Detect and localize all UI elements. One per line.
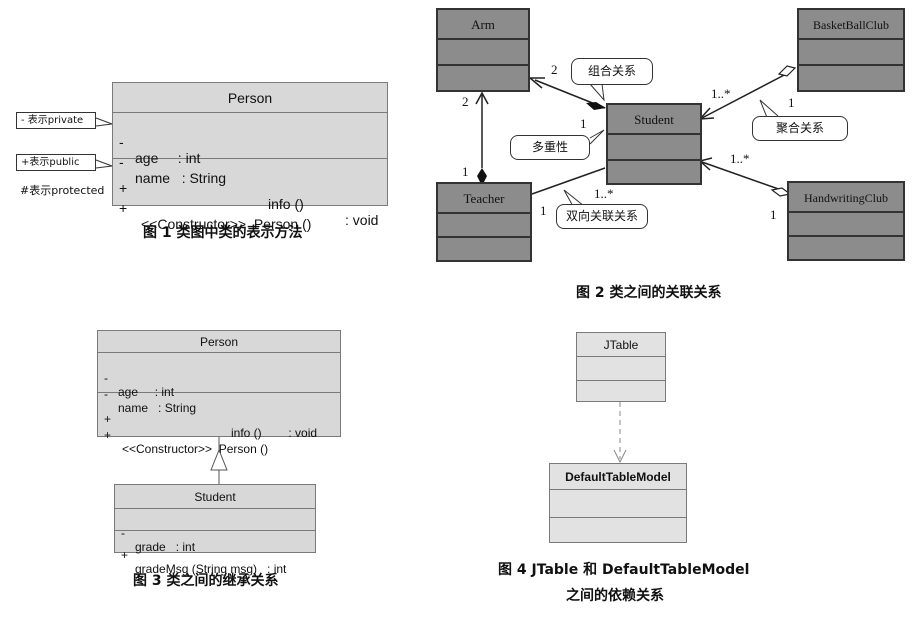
public-tag: +表示public — [16, 154, 96, 171]
fig1-attributes: - age : int - name : String — [113, 113, 387, 186]
fig1-op-row: + info () : void — [119, 180, 379, 228]
multiplicity-callout: 多重性 — [510, 135, 590, 160]
fig1-caption: 图 1 类图中类的表示方法 — [143, 225, 303, 241]
fig1-person-class: Person - age : int - name : String + inf… — [112, 82, 388, 232]
fig4-caption-line1: 图 4 JTable 和 DefaultTableModel — [498, 562, 750, 578]
aggregation-callout: 聚合关系 — [752, 116, 848, 141]
fig3-person-name: Person — [98, 331, 340, 353]
fig1-class-name: Person — [113, 83, 387, 113]
fig3-student-class: Student - grade : int + gradeMsg (String… — [114, 484, 316, 576]
fig3-caption: 图 3 类之间的继承关系 — [133, 573, 279, 589]
fig3-student-operations: + gradeMsg (String msg) : int — [115, 531, 315, 576]
fig3-op-row: + <<Constructor>> Person () — [104, 428, 269, 456]
fig3-op-row: + gradeMsg (String msg) : int — [121, 548, 287, 576]
mult-teacher-student: 1 — [540, 203, 547, 218]
bidirectional-callout: 双向关联关系 — [556, 204, 648, 229]
fig2-arm-class: Arm — [436, 8, 530, 92]
fig3-attr-row: - age : int — [104, 371, 175, 399]
mult-arm-student: 2 — [551, 62, 558, 77]
mult-basket-student: 1..* — [711, 86, 731, 101]
fig2-handwritingclub-class: HandwritingClub — [787, 181, 905, 261]
fig3-person-attributes: - age : int - name : String — [98, 353, 340, 415]
fig2-student-class: Student — [606, 103, 702, 185]
mult-teacher-arm: 1 — [462, 164, 469, 179]
fig4-caption-line2: 之间的依赖关系 — [566, 588, 664, 604]
fig4-jtable-class: JTable — [576, 332, 666, 402]
fig1-attr-row: - age : int — [119, 134, 201, 166]
fig2-basketballclub-class: BasketBallClub — [797, 8, 905, 92]
fig2-teacher-class: Teacher — [436, 182, 532, 262]
mult-hand-student: 1..* — [730, 151, 750, 166]
private-tag: - 表示private — [16, 112, 96, 129]
student-class-name: Student — [608, 105, 700, 135]
mult-arm-teacher: 2 — [462, 94, 469, 109]
mult-basket-side: 1 — [788, 95, 795, 110]
fig1-op-row: + <<Constructor>> Person () — [119, 200, 312, 232]
fig1-operations: + info () : void + <<Constructor>> Perso… — [113, 159, 387, 232]
jtable-class-name: JTable — [577, 333, 665, 357]
fig4-defaulttablemodel-class: DefaultTableModel — [549, 463, 687, 543]
fig3-attr-row: - grade : int — [121, 526, 196, 554]
arm-class-name: Arm — [438, 10, 528, 40]
fig3-attr-row: - name : String — [104, 387, 197, 415]
composition-callout: 组合关系 — [571, 58, 653, 85]
teacher-class-name: Teacher — [438, 184, 530, 214]
fig3-student-name: Student — [115, 485, 315, 509]
mult-student-top: 1 — [580, 116, 587, 131]
basketballclub-class-name: BasketBallClub — [799, 10, 903, 40]
mult-hand-side: 1 — [770, 207, 777, 222]
fig3-person-operations: + info () : void + <<Constructor>> Perso… — [98, 393, 340, 456]
handwritingclub-class-name: HandwritingClub — [789, 183, 903, 213]
fig3-op-row: + info () : void — [104, 412, 318, 440]
fig1-attr-row: - name : String — [119, 154, 227, 186]
fig2-caption: 图 2 类之间的关联关系 — [576, 285, 722, 301]
protected-note: #表示protected — [20, 184, 105, 197]
fig3-student-attributes: - grade : int — [115, 509, 315, 554]
fig3-person-class: Person - age : int - name : String + inf… — [97, 330, 341, 456]
defaulttablemodel-class-name: DefaultTableModel — [550, 464, 686, 490]
mult-student-teacher: 1..* — [594, 186, 614, 201]
